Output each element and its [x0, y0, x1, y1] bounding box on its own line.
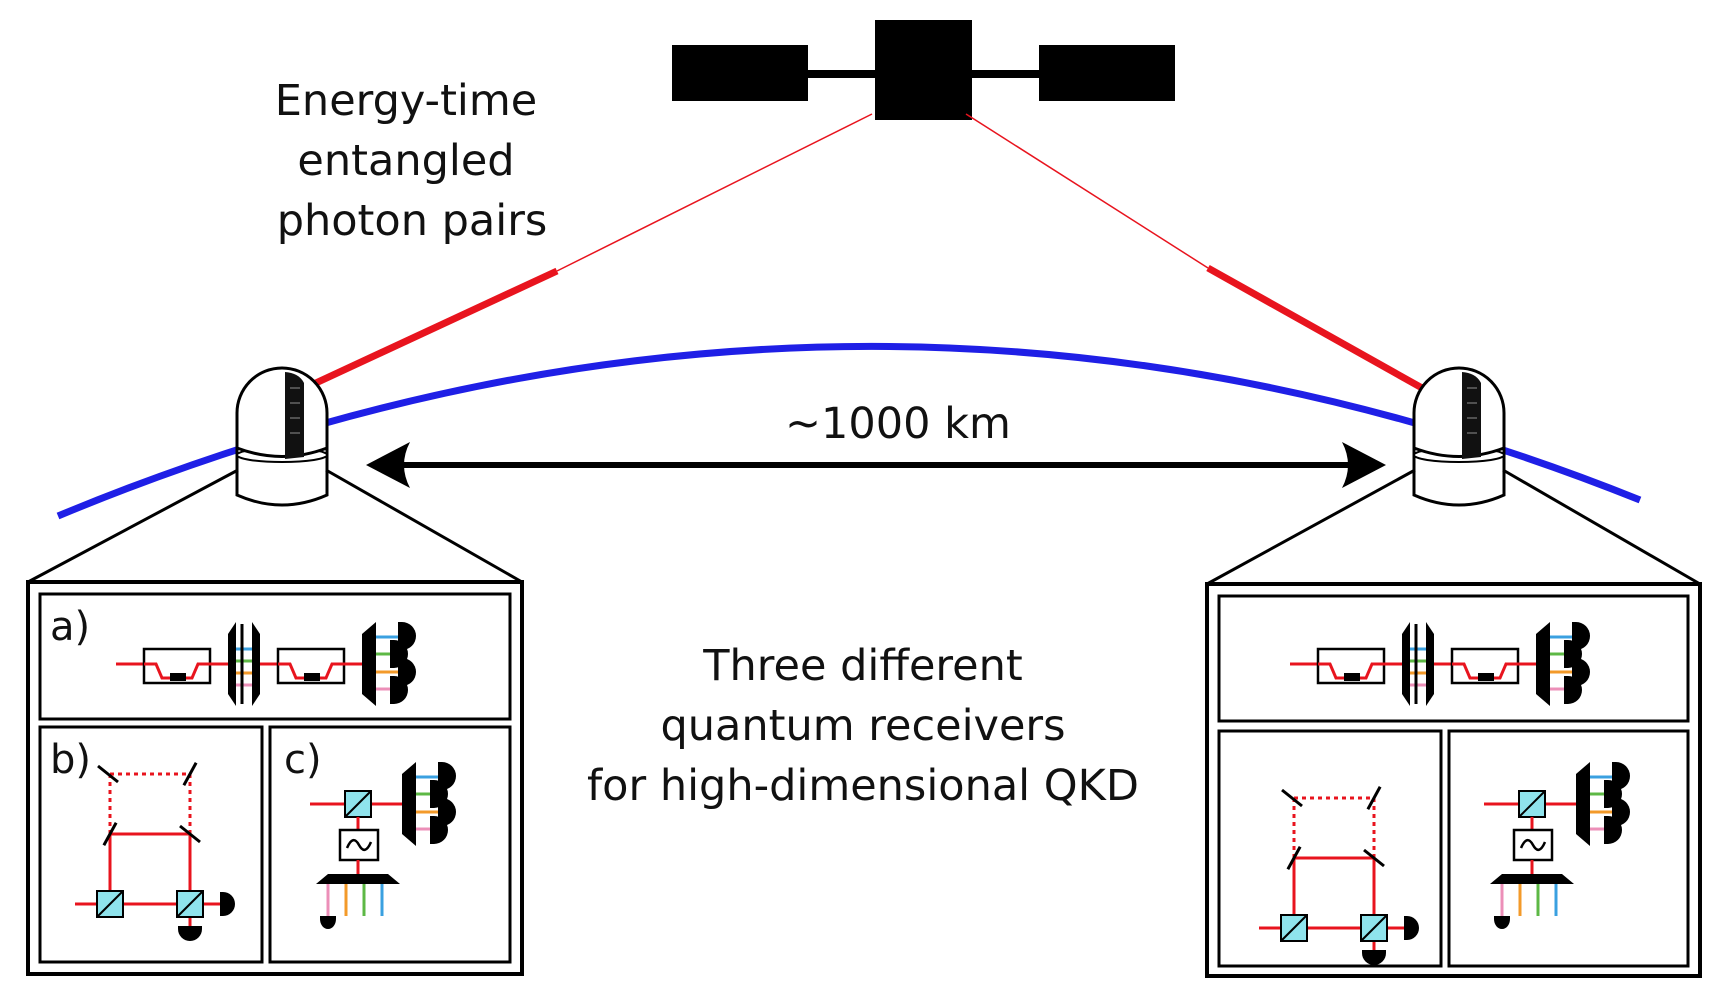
- satellite-icon: [672, 20, 1175, 120]
- panel-label-c: c): [284, 737, 322, 783]
- panel-c-right: [1447, 729, 1690, 968]
- panel-label-b: b): [50, 737, 91, 783]
- observatory-dome-icon-right: [1412, 366, 1506, 507]
- panel-a-right: [1217, 594, 1690, 723]
- source-label-line2: entangled: [297, 136, 514, 186]
- receivers-label-line1: Three different: [702, 641, 1022, 691]
- receiver-left: a) b) c): [26, 468, 524, 976]
- panel-a-left: [38, 592, 512, 721]
- beam-right: [965, 113, 1449, 406]
- source-label-line1: Energy-time: [275, 76, 537, 126]
- receivers-label-line3: for high-dimensional QKD: [587, 761, 1139, 811]
- panel-b-left: [38, 725, 264, 964]
- panel-c-left: [268, 725, 512, 964]
- source-label-line3: photon pairs: [277, 196, 548, 246]
- receivers-label-line2: quantum receivers: [660, 701, 1065, 751]
- receiver-right: [1205, 468, 1702, 978]
- panel-label-a: a): [50, 604, 90, 650]
- observatory-dome-icon-left: [235, 366, 329, 507]
- beam-left: [288, 113, 873, 399]
- distance-arrow: [366, 442, 1386, 488]
- distance-label: ~1000 km: [785, 399, 1011, 449]
